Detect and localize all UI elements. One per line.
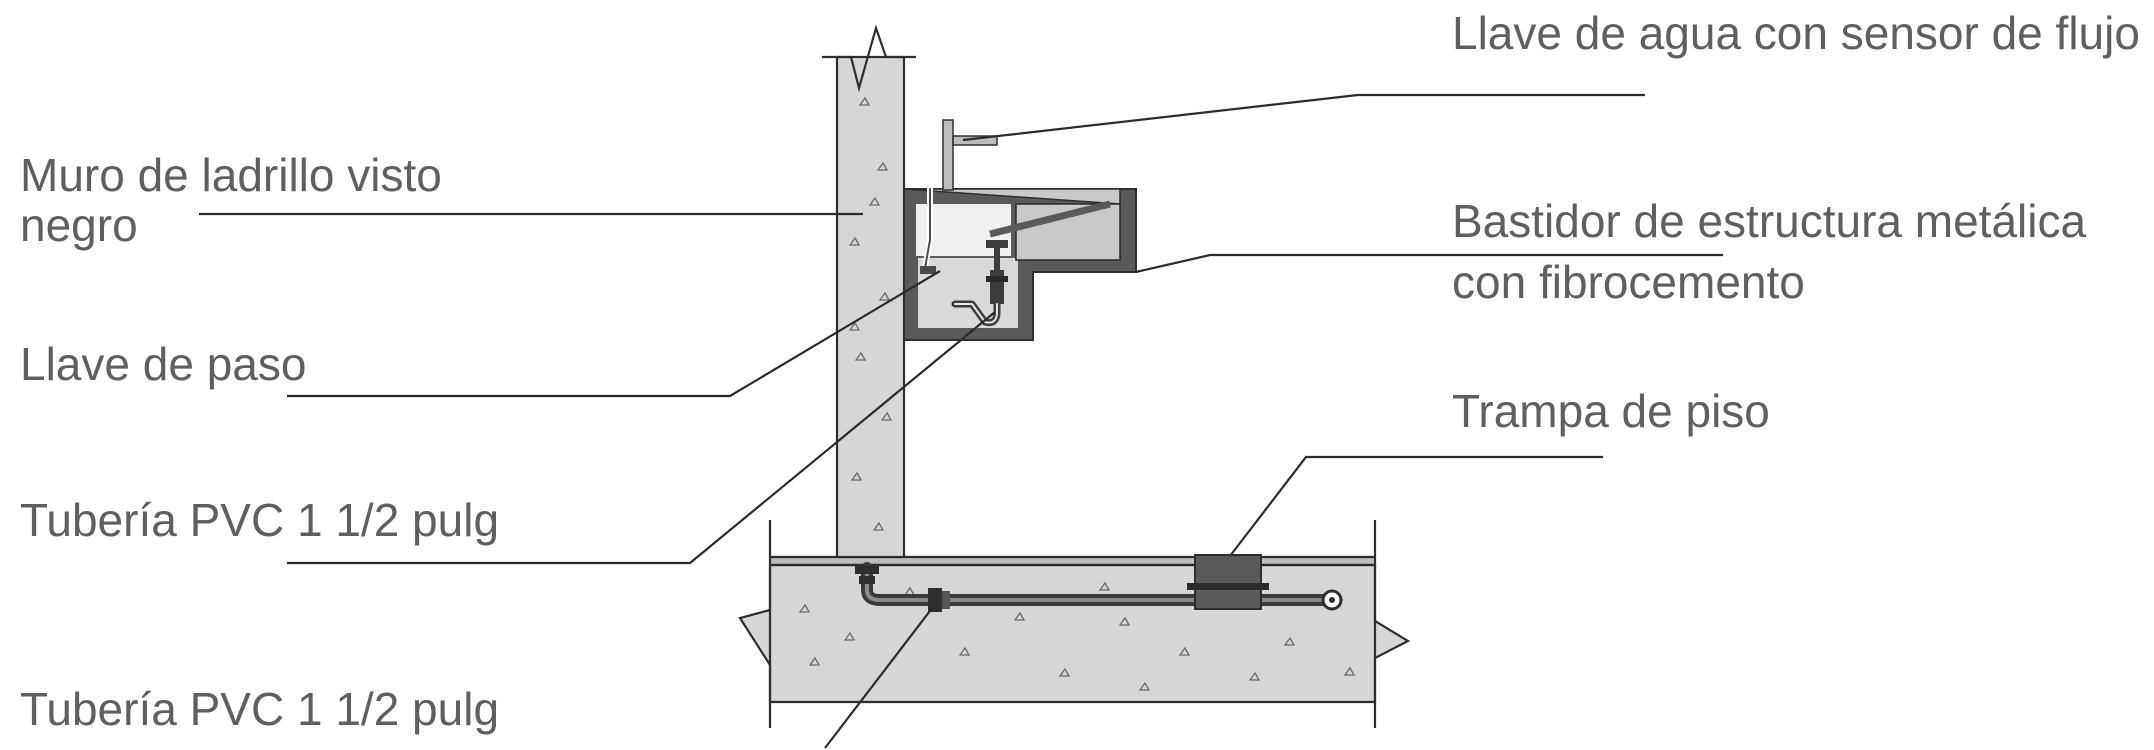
wall-break-symbol	[822, 24, 916, 93]
pipe-coupling	[928, 588, 942, 612]
pipe-fitting-top	[855, 565, 879, 574]
label-llave-agua: Llave de agua con sensor de flujo	[1452, 7, 2140, 59]
label-llave-paso: Llave de paso	[20, 338, 306, 390]
leader-lines	[199, 93, 1723, 749]
leader-llave-agua	[962, 93, 1645, 142]
leader-tuberia-1	[287, 311, 996, 565]
leader-trampa	[1229, 455, 1603, 557]
leader-bastidor	[1135, 253, 1723, 274]
floor-slab-concrete	[738, 563, 1411, 704]
label-trampa: Trampa de piso	[1452, 385, 1770, 437]
floor-pvc-pipe	[855, 562, 1343, 612]
faucet-body	[942, 119, 954, 191]
label-tuberia-pvc-2: Tubería PVC 1 1/2 pulg	[20, 683, 499, 735]
faucet-spout	[952, 135, 998, 146]
stop-valve	[920, 266, 936, 274]
label-bastidor-line2: con fibrocemento	[1452, 256, 1805, 308]
floor-finish-layer	[770, 557, 1375, 565]
leader-llave-paso	[287, 270, 941, 398]
label-muro-line1: Muro de ladrillo visto	[20, 149, 442, 201]
metal-frame-with-sink	[903, 119, 1137, 341]
labels: Muro de ladrillo visto negro Llave de pa…	[20, 7, 2140, 735]
leader-tuberia-2	[824, 606, 934, 749]
floor-trap	[1187, 554, 1269, 610]
wall-section	[835, 55, 906, 559]
brick-wall	[822, 24, 916, 559]
label-bastidor-line1: Bastidor de estructura metálica	[1452, 195, 2086, 247]
label-tuberia-pvc-1: Tubería PVC 1 1/2 pulg	[20, 494, 499, 546]
label-muro-line2: negro	[20, 199, 138, 251]
